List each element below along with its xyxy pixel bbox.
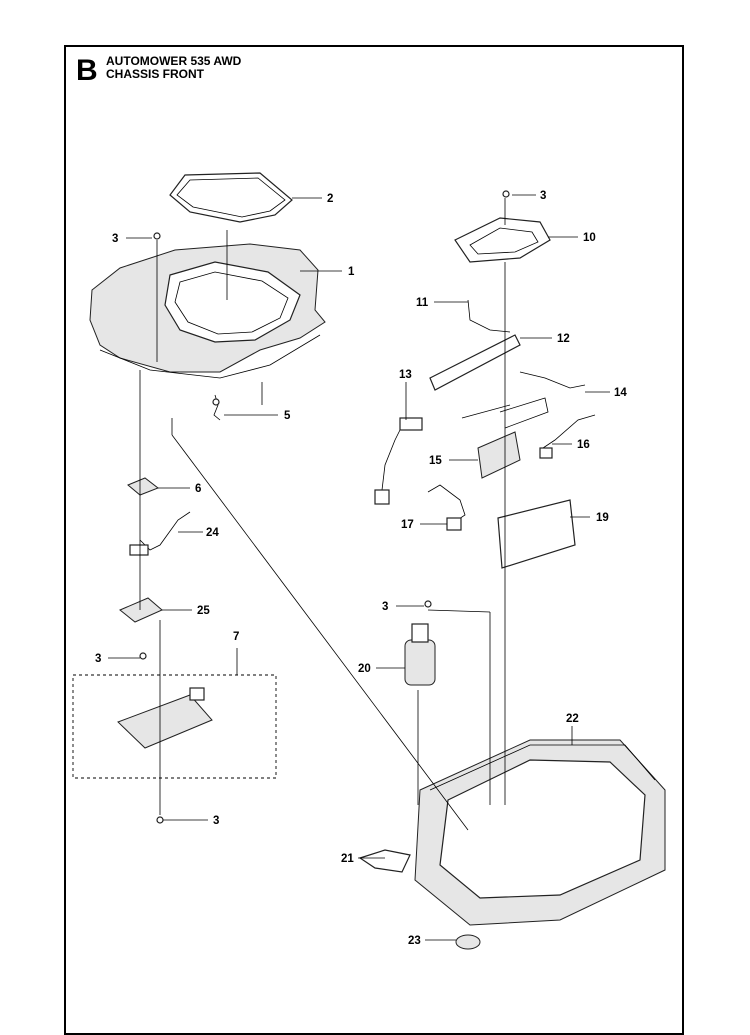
callout-19: 19 [596, 512, 609, 524]
callout-21: 21 [341, 853, 354, 865]
callout-25: 25 [197, 605, 210, 617]
part-10-bracket [454, 217, 551, 263]
callout-12: 12 [557, 333, 570, 345]
part-16-cable [539, 414, 596, 459]
callout-23: 23 [408, 935, 421, 947]
callout-3-top: 3 [112, 233, 118, 245]
part-20 [404, 623, 436, 686]
callout-10: 10 [583, 232, 596, 244]
callout-3-bottom: 3 [213, 815, 219, 827]
callout-15: 15 [429, 455, 442, 467]
diagram-subtitle: CHASSIS FRONT [106, 67, 205, 81]
part-12-board [429, 299, 521, 391]
assembly-lines [139, 198, 506, 831]
part-13-cable [374, 417, 423, 505]
callout-3-bracket: 3 [540, 190, 546, 202]
part-15-plate [477, 431, 521, 479]
callout-22: 22 [566, 713, 579, 725]
part-25 [119, 597, 163, 623]
part-14-cable [519, 371, 586, 389]
callout-7: 7 [233, 631, 239, 643]
exploded-view: 2 1 3 3 10 5 11 12 13 14 15 16 17 19 6 2… [72, 172, 666, 950]
screws [139, 190, 510, 824]
callout-3-left: 3 [95, 653, 101, 665]
part-2-gasket [169, 172, 293, 223]
callout-16: 16 [577, 439, 590, 451]
part-19-board [461, 397, 576, 569]
part-17-cable [427, 484, 466, 531]
callout-3-mid: 3 [382, 601, 388, 613]
callout-1: 1 [348, 266, 355, 278]
callout-5: 5 [284, 410, 291, 422]
part-23 [455, 934, 481, 950]
callout-24: 24 [206, 527, 219, 539]
callout-20: 20 [358, 663, 371, 675]
part-1-front-cover [89, 243, 326, 379]
part-24-cable [129, 511, 191, 556]
section-letter: B [76, 54, 98, 87]
callout-13: 13 [399, 369, 412, 381]
callout-leaders [108, 194, 610, 941]
callout-2: 2 [327, 193, 333, 205]
callout-14: 14 [614, 387, 627, 399]
callout-6: 6 [195, 483, 201, 495]
part-6 [127, 477, 160, 496]
part-7-kit-box [72, 674, 277, 779]
callout-17: 17 [401, 519, 414, 531]
part-5-cable [212, 394, 221, 421]
diagram-title: AUTOMOWER 535 AWD [106, 54, 242, 68]
callout-numbers: 2 1 3 3 10 5 11 12 13 14 15 16 17 19 6 2… [95, 190, 627, 947]
callout-11: 11 [416, 297, 429, 309]
part-21-chassis [358, 739, 666, 926]
